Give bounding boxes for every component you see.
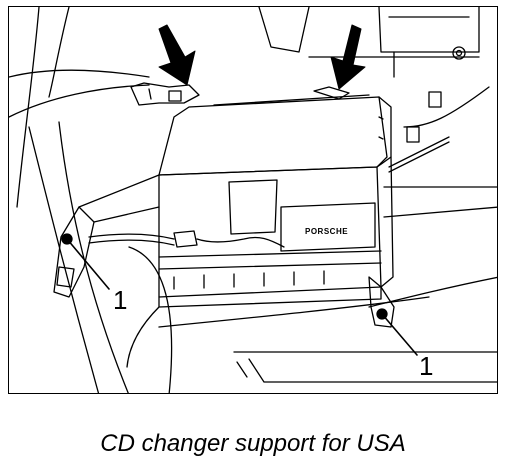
unit-brand-label: PORSCHE <box>305 227 349 236</box>
figure-caption: CD changer support for USA <box>100 430 406 457</box>
wiring-harness <box>88 136 450 368</box>
diagram-frame: PORSCHE 1 1 <box>8 6 498 394</box>
callout-bolt-right: 1 <box>419 351 434 381</box>
vehicle-panels <box>9 7 497 393</box>
screw-top-right-icon <box>452 46 466 60</box>
cd-changer-drawing <box>9 7 497 393</box>
upper-bracket <box>130 82 350 106</box>
cd-changer-unit <box>158 94 394 308</box>
leader-lines <box>66 238 418 356</box>
arrows <box>158 24 366 90</box>
callout-bolt-left: 1 <box>113 285 128 315</box>
lower-right-bracket <box>368 276 395 328</box>
lower-left-bracket <box>53 174 160 298</box>
arrow-down-icon-right <box>330 24 366 90</box>
arrow-down-icon-left <box>158 24 196 86</box>
